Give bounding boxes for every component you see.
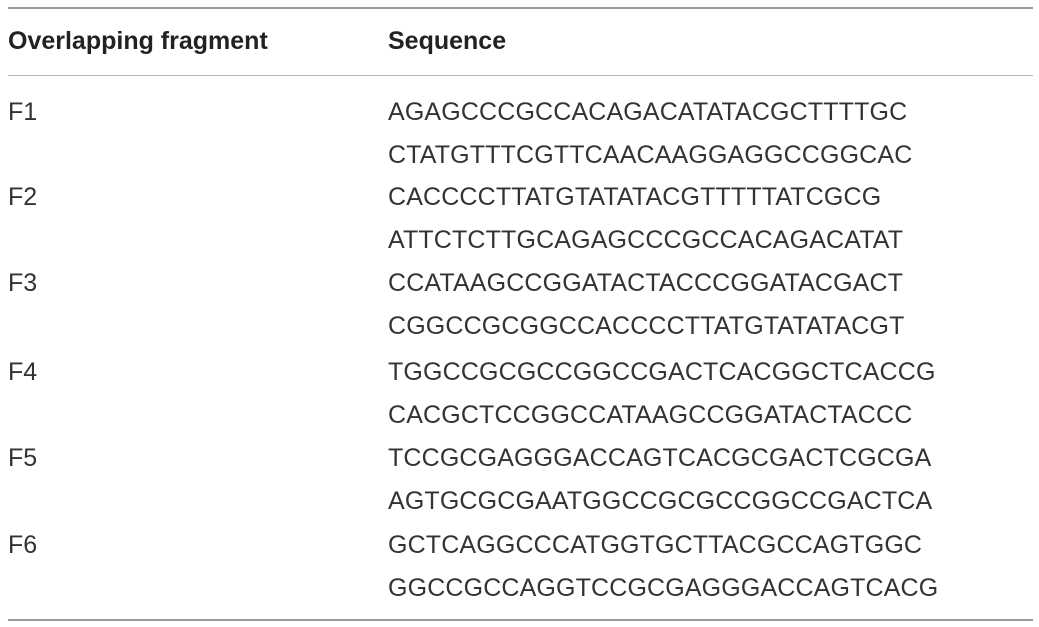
fragment-label: F6 — [8, 531, 38, 559]
table-top-rule — [8, 7, 1033, 9]
table-row-f6: F6 GCTCAGGCCCATGGTGCTTACGCCAGTGGC GGCCGC… — [0, 530, 1039, 618]
sequence-line: AGTGCGCGAATGGCCGCGCCGGCCGACTCA — [388, 487, 933, 515]
table-header-rule — [8, 75, 1033, 76]
sequence-cell: TGGCCGCGCCGGCCGACTCACGGCTCACCG CACGCTCCG… — [388, 357, 936, 443]
sequence-cell: TCCGCGAGGGACCAGTCACGCGACTCGCGA AGTGCGCGA… — [388, 443, 932, 529]
sequence-cell: CACCCCTTATGTATATACGTTTTTATCGCG ATTCTCTTG… — [388, 182, 903, 268]
sequence-line: ATTCTCTTGCAGAGCCCGCCACAGACATAT — [388, 226, 904, 254]
fragment-label: F3 — [8, 269, 38, 297]
sequence-line: CCATAAGCCGGATACTACCCGGATACGACT — [388, 269, 904, 297]
table-bottom-rule — [8, 619, 1033, 621]
header-sequence: Sequence — [388, 27, 507, 55]
sequence-line: CACCCCTTATGTATATACGTTTTTATCGCG — [388, 183, 882, 211]
header-overlapping-fragment: Overlapping fragment — [8, 27, 268, 55]
sequence-cell: CCATAAGCCGGATACTACCCGGATACGACT CGGCCGCGG… — [388, 268, 905, 354]
table-row-f5: F5 TCCGCGAGGGACCAGTCACGCGACTCGCGA AGTGCG… — [0, 443, 1039, 531]
fragment-label: F2 — [8, 183, 38, 211]
sequence-cell: GCTCAGGCCCATGGTGCTTACGCCAGTGGC GGCCGCCAG… — [388, 530, 938, 616]
sequence-line: TCCGCGAGGGACCAGTCACGCGACTCGCGA — [388, 444, 932, 472]
sequence-cell: AGAGCCCGCCACAGACATATACGCTTTTGC CTATGTTTC… — [388, 97, 912, 183]
table-header-row: Overlapping fragment Sequence — [0, 27, 1039, 59]
sequence-line: CTATGTTTCGTTCAACAAGGAGGCCGGCAC — [388, 141, 913, 169]
table-row-f2: F2 CACCCCTTATGTATATACGTTTTTATCGCG ATTCTC… — [0, 182, 1039, 270]
fragment-label: F5 — [8, 444, 38, 472]
table-row-f4: F4 TGGCCGCGCCGGCCGACTCACGGCTCACCG CACGCT… — [0, 357, 1039, 445]
sequence-line: GGCCGCCAGGTCCGCGAGGGACCAGTCACG — [388, 574, 939, 602]
sequence-line: AGAGCCCGCCACAGACATATACGCTTTTGC — [388, 98, 908, 126]
fragment-label: F4 — [8, 358, 38, 386]
table-row-f3: F3 CCATAAGCCGGATACTACCCGGATACGACT CGGCCG… — [0, 268, 1039, 356]
sequence-line: GCTCAGGCCCATGGTGCTTACGCCAGTGGC — [388, 531, 923, 559]
sequence-line: TGGCCGCGCCGGCCGACTCACGGCTCACCG — [388, 358, 936, 386]
sequence-line: CGGCCGCGGCCACCCCTTATGTATATACGT — [388, 312, 905, 340]
fragment-label: F1 — [8, 98, 38, 126]
sequence-line: CACGCTCCGGCCATAAGCCGGATACTACCC — [388, 401, 913, 429]
table-row-f1: F1 AGAGCCCGCCACAGACATATACGCTTTTGC CTATGT… — [0, 97, 1039, 185]
